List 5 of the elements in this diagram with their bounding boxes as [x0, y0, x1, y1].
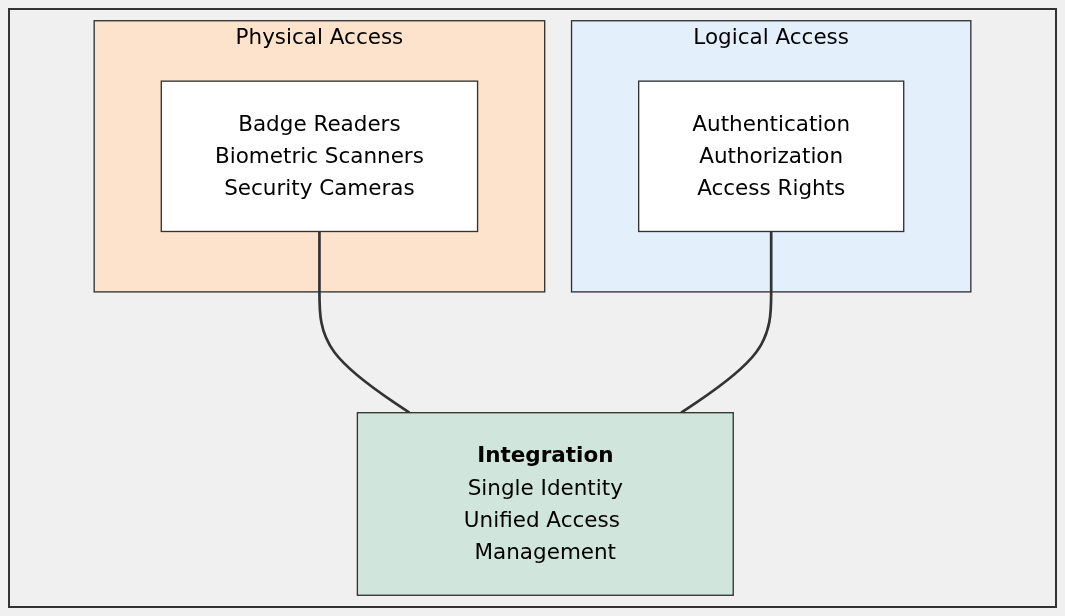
- node-box: Integration Single Identity Unified Access Management: [356, 412, 734, 596]
- connector: [318, 231, 411, 414]
- node-box: Authentication Authorization Access Rights: [638, 80, 905, 233]
- connector: [680, 231, 773, 414]
- node-box: Badge Readers Biometric Scanners Security Cameras: [160, 80, 479, 233]
